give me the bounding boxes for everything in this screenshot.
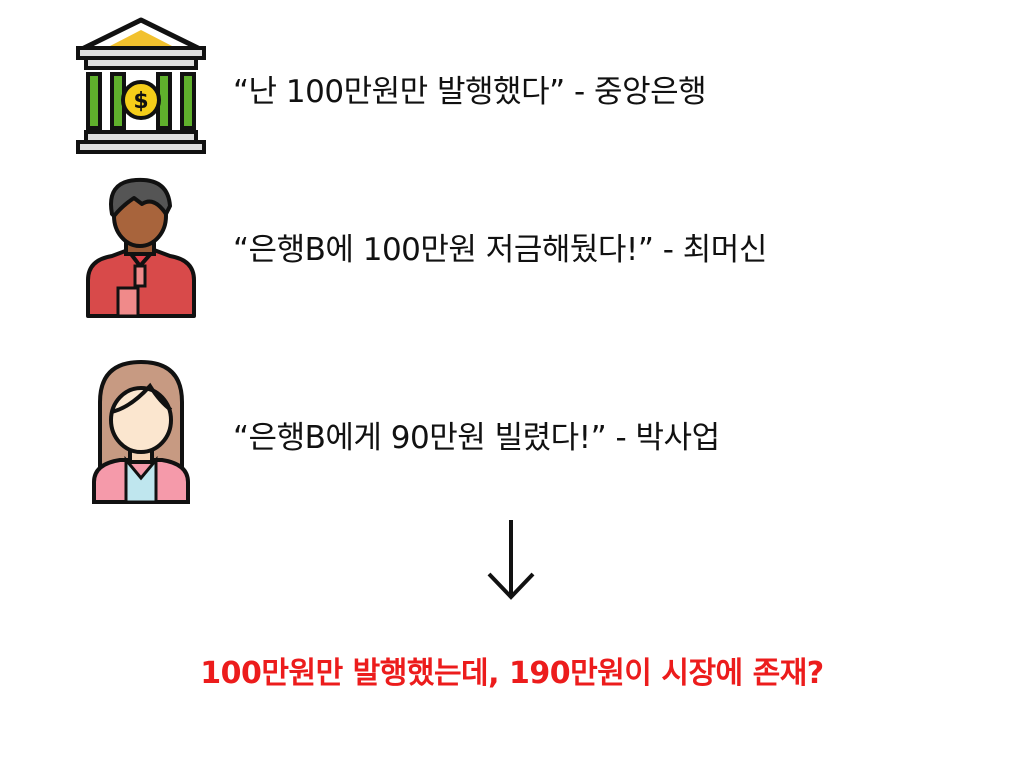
svg-text:$: $ [133, 89, 148, 114]
conclusion-text: 100만원만 발행했는데, 190만원이 시장에 존재? [200, 656, 824, 691]
bank-icon: $ [76, 17, 206, 154]
borrower-quote: “은행B에게 90만원 빌렸다!” - 박사업 [233, 420, 720, 456]
depositor-quote: “은행B에 100만원 저금해뒀다!” - 최머신 [233, 232, 767, 268]
woman-avatar-icon [92, 359, 190, 504]
down-arrow-icon [487, 520, 535, 600]
central-bank-quote: “난 100만원만 발행했다” - 중앙은행 [233, 74, 707, 110]
man-avatar-icon [86, 177, 196, 318]
